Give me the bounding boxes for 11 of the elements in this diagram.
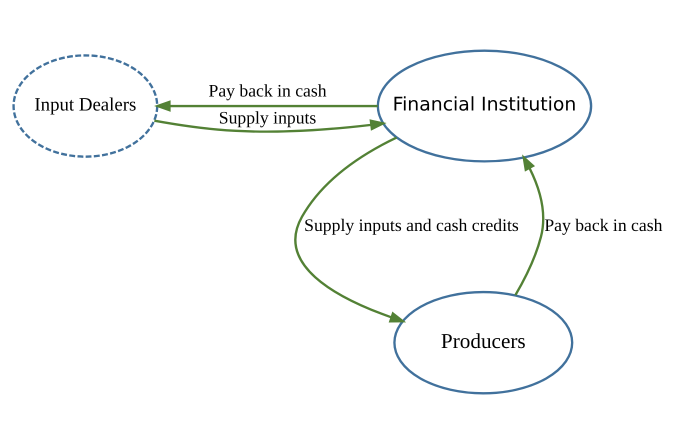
- node-ellipse: Producers: [393, 290, 574, 394]
- node-ellipse: Input Dealers: [12, 54, 158, 158]
- edge-label: Pay back in cash: [208, 80, 327, 101]
- edge-label: Pay back in cash: [544, 214, 662, 235]
- edge-label: Supply inputs and cash credits: [304, 214, 519, 235]
- arrow: [154, 119, 387, 133]
- edge-label: Supply inputs: [218, 108, 316, 128]
- arrow: [514, 154, 544, 296]
- node-ellipse: Financial Institution: [376, 50, 592, 163]
- arrow: [154, 100, 378, 112]
- arrow: [294, 136, 406, 322]
